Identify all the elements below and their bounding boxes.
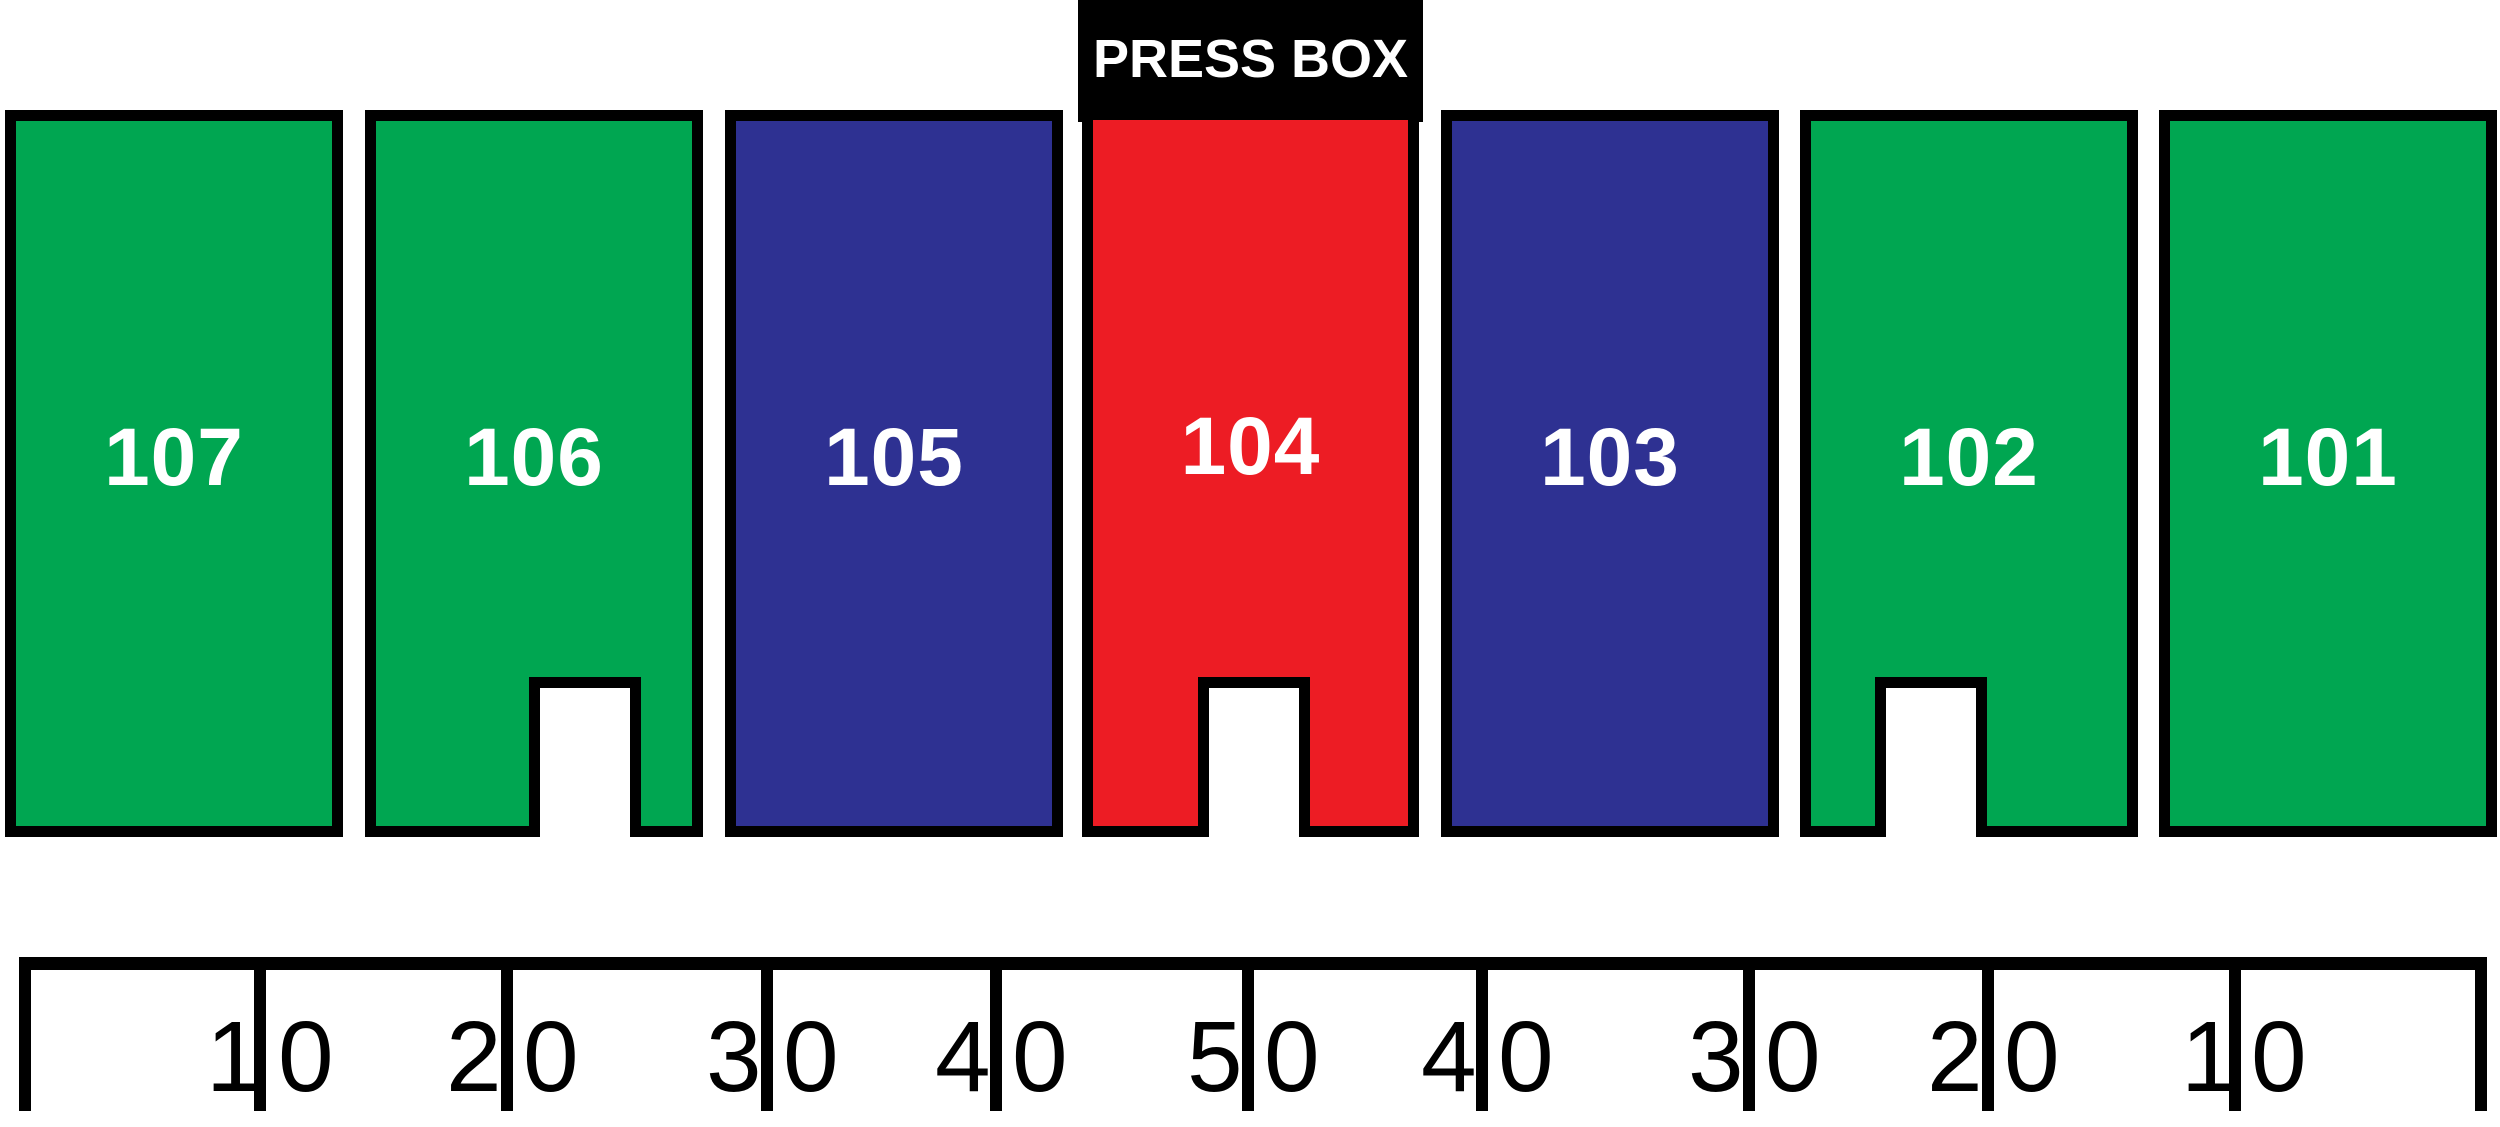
yard-number: 2 — [446, 1001, 502, 1113]
section-label: 103 — [1540, 412, 1680, 503]
field-left-edge — [19, 957, 31, 1111]
yard-number: 4 — [1421, 1001, 1477, 1113]
yard-number: 1 — [206, 1001, 262, 1113]
section-101[interactable]: 101 — [2159, 110, 2497, 837]
yard-number: 0 — [1498, 1001, 1554, 1113]
yard-number: 0 — [2004, 1001, 2060, 1113]
section-label: 105 — [824, 412, 964, 503]
section-107[interactable]: 107 — [5, 110, 343, 837]
yard-line-50 — [1242, 957, 1254, 1111]
section-103[interactable]: 103 — [1441, 110, 1779, 837]
section-label: 101 — [2258, 412, 2398, 503]
yard-line-10 — [254, 957, 266, 1111]
yard-number: 0 — [2251, 1001, 2307, 1113]
section-102[interactable]: 102 — [1800, 110, 2138, 837]
yard-number: 3 — [706, 1001, 762, 1113]
press-box: PRESS BOX — [1078, 0, 1423, 122]
section-label: 104 — [1180, 401, 1321, 492]
yard-number: 2 — [1927, 1001, 1983, 1113]
yard-line-40 — [990, 957, 1002, 1111]
yard-number: 0 — [278, 1001, 334, 1113]
tunnel — [1875, 677, 1987, 837]
press-box-label: PRESS BOX — [1092, 29, 1409, 89]
tunnel — [1198, 677, 1310, 837]
yard-line-40 — [1476, 957, 1488, 1111]
yard-line-20 — [501, 957, 513, 1111]
yard-number: 1 — [2181, 1001, 2237, 1113]
field-right-edge — [2475, 957, 2487, 1111]
section-label: 106 — [464, 412, 604, 503]
yard-line-30 — [1743, 957, 1755, 1111]
yard-number: 0 — [1765, 1001, 1821, 1113]
section-105[interactable]: 105 — [725, 110, 1063, 837]
yard-number: 0 — [523, 1001, 579, 1113]
yard-number: 4 — [935, 1001, 991, 1113]
tunnel — [529, 677, 641, 837]
yard-number: 0 — [783, 1001, 839, 1113]
yard-line-30 — [761, 957, 773, 1111]
yard-number: 0 — [1264, 1001, 1320, 1113]
section-label: 102 — [1899, 412, 2039, 503]
section-106[interactable]: 106 — [365, 110, 703, 837]
yard-number: 5 — [1187, 1001, 1243, 1113]
section-label: 107 — [104, 412, 244, 503]
section-104[interactable]: 104 — [1082, 120, 1419, 837]
yard-number: 0 — [1012, 1001, 1068, 1113]
yard-line-10 — [2229, 957, 2241, 1111]
yard-number: 3 — [1688, 1001, 1744, 1113]
yard-line-20 — [1982, 957, 1994, 1111]
